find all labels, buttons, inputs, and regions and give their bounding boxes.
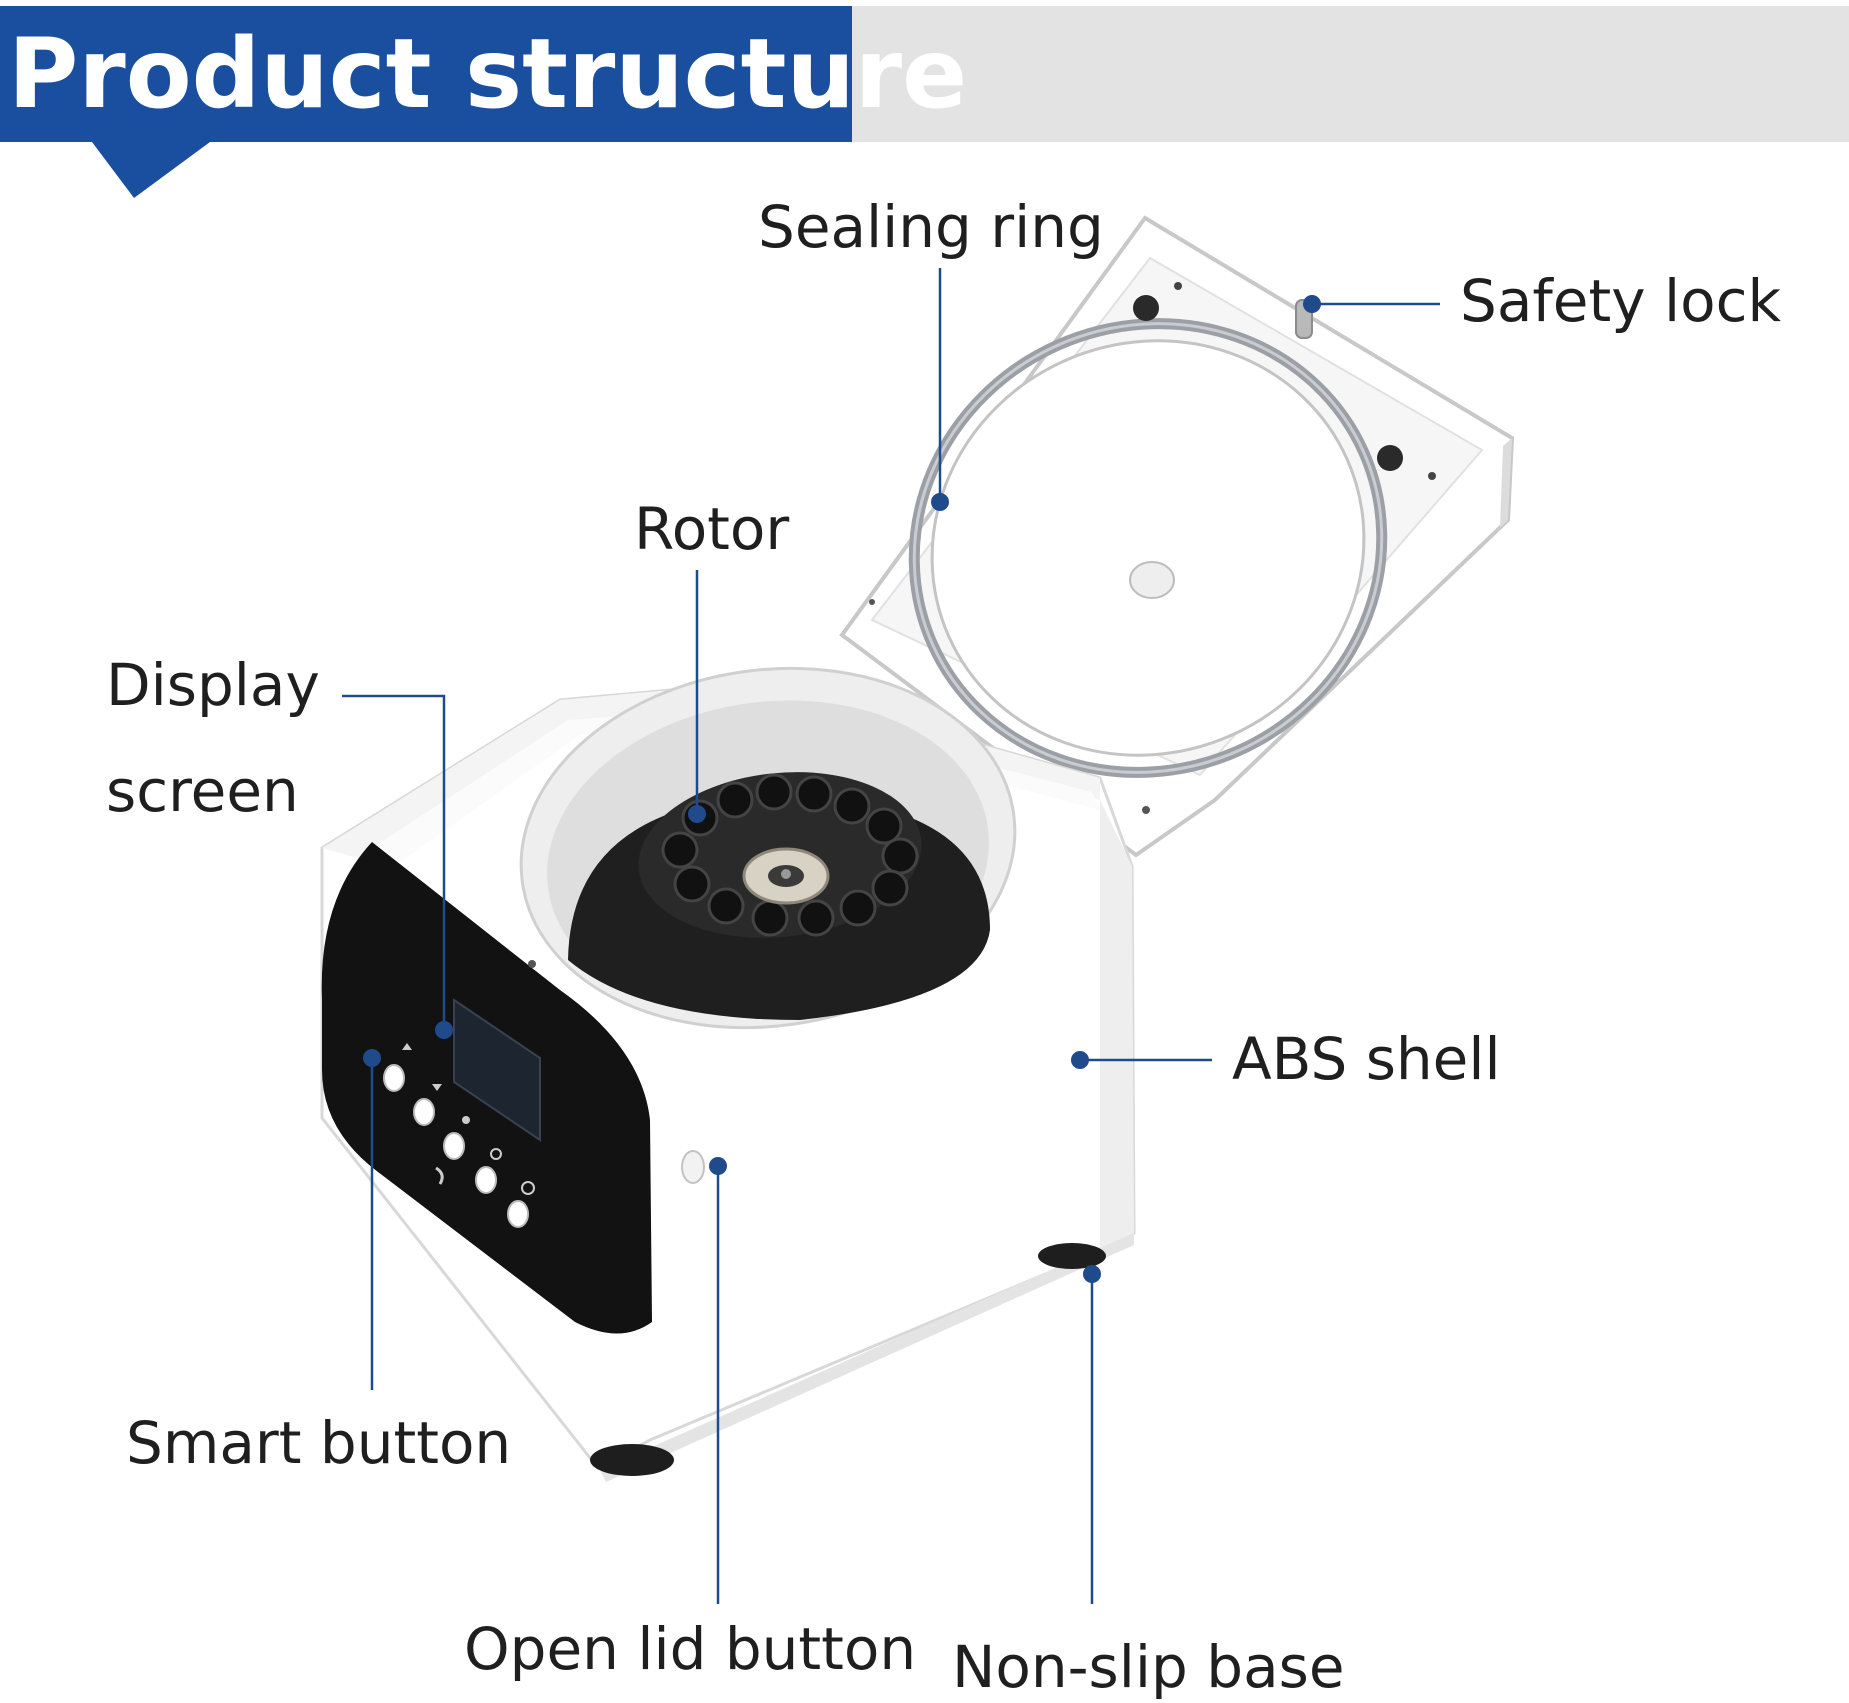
leader-display-screen <box>342 694 446 1030</box>
smart-button-4 <box>475 1166 497 1194</box>
lid <box>839 215 1515 858</box>
header-grey-bar <box>852 6 1849 142</box>
label-open-lid-button: Open lid button <box>464 1615 917 1683</box>
marker-non-slip-base <box>1083 1265 1101 1283</box>
button-glyphs <box>402 1043 535 1195</box>
marker-open-lid-button <box>709 1157 727 1175</box>
open-lid-button <box>681 1150 705 1184</box>
marker-safety-lock <box>1303 295 1321 313</box>
leader-lines <box>342 268 1440 1604</box>
header-pointer <box>92 142 210 198</box>
marker-abs-shell <box>1071 1051 1089 1069</box>
label-rotor: Rotor <box>634 495 790 563</box>
page-title: Product structure <box>8 18 968 130</box>
display-screen <box>453 998 541 1142</box>
header-banner <box>0 6 852 142</box>
leader-markers <box>363 295 1321 1283</box>
label-sealing-ring: Sealing ring <box>758 193 1104 261</box>
marker-rotor <box>688 805 706 823</box>
label-abs-shell: ABS shell <box>1232 1025 1501 1093</box>
centrifuge-body <box>320 666 1136 1482</box>
label-safety-lock: Safety lock <box>1460 267 1782 335</box>
smart-button-1 <box>383 1064 405 1092</box>
smart-button-3 <box>443 1132 465 1160</box>
marker-smart-button <box>363 1049 381 1067</box>
label-non-slip-base: Non-slip base <box>952 1633 1345 1701</box>
label-display-screen-line2: screen <box>106 757 299 825</box>
smart-button-5 <box>507 1200 529 1228</box>
smart-button-2 <box>413 1098 435 1126</box>
label-display-screen-line1: Display <box>106 651 320 719</box>
label-smart-button: Smart button <box>126 1409 512 1477</box>
marker-sealing-ring <box>931 493 949 511</box>
marker-display-screen <box>435 1021 453 1039</box>
